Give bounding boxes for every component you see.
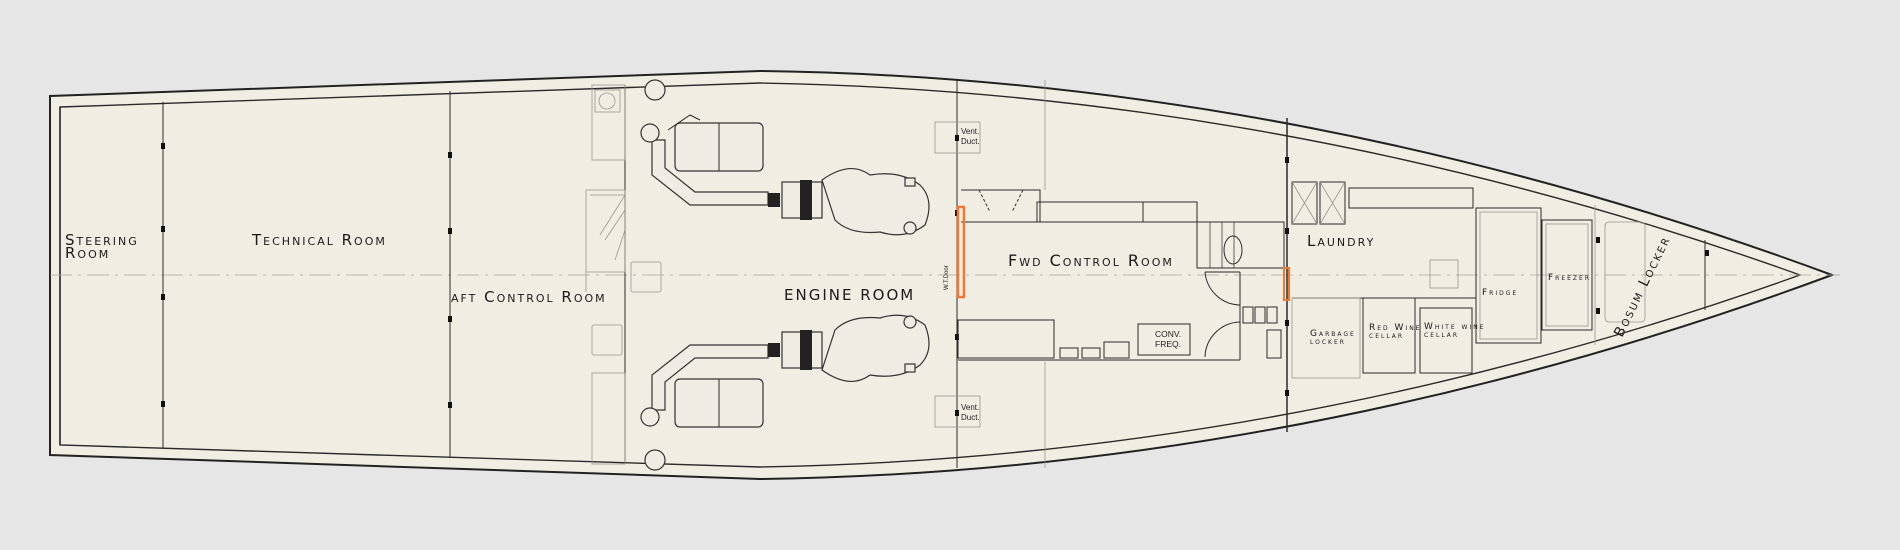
aft-control-fixtures	[585, 84, 662, 465]
engine-port	[640, 79, 930, 236]
fwd-control-fixtures	[957, 189, 1285, 361]
laundry-fixtures	[1291, 181, 1646, 379]
room-label-white-wine-2: cellar	[1424, 330, 1459, 340]
conv-freq-label-2: FREQ.	[1155, 339, 1181, 349]
room-label-fwd-control: Fwd Control Room	[1008, 251, 1174, 270]
room-label-fridge: Fridge	[1482, 288, 1518, 298]
room-label-white-wine: White wine	[1424, 322, 1485, 332]
wt-door-laundry[interactable]	[1283, 267, 1290, 301]
vent-duct-label-bottom: Vent.	[961, 403, 979, 412]
room-label-garbage: Garbage	[1310, 329, 1356, 339]
room-label-freezer: Freezer	[1548, 273, 1591, 283]
room-label-laundry: Laundry	[1307, 232, 1375, 250]
room-label-red-wine: Red Wine	[1369, 323, 1421, 333]
room-label-aft-control: aft Control Room	[451, 288, 607, 306]
vent-duct-label-top: Vent.	[961, 127, 979, 136]
room-label-technical: Technical Room	[251, 231, 387, 249]
vent-duct-bottom	[934, 395, 981, 428]
conv-freq-label: CONV.	[1155, 329, 1181, 339]
room-label-engine: ENGINE ROOM	[784, 286, 915, 304]
wt-door-label: W.T.Door	[944, 265, 950, 290]
room-label-red-wine-2: cellar	[1369, 331, 1404, 341]
room-label-garbage-2: locker	[1310, 337, 1346, 347]
engine-starboard	[640, 314, 930, 471]
room-label-steering-2: Room	[65, 244, 110, 262]
wt-door-engine-room[interactable]	[956, 205, 966, 299]
vent-duct-label-bottom-2: Duct.	[961, 413, 980, 422]
vent-duct-top	[934, 121, 981, 154]
room-label-steering: Steering	[65, 231, 139, 249]
vent-duct-label-top-2: Duct.	[961, 137, 980, 146]
